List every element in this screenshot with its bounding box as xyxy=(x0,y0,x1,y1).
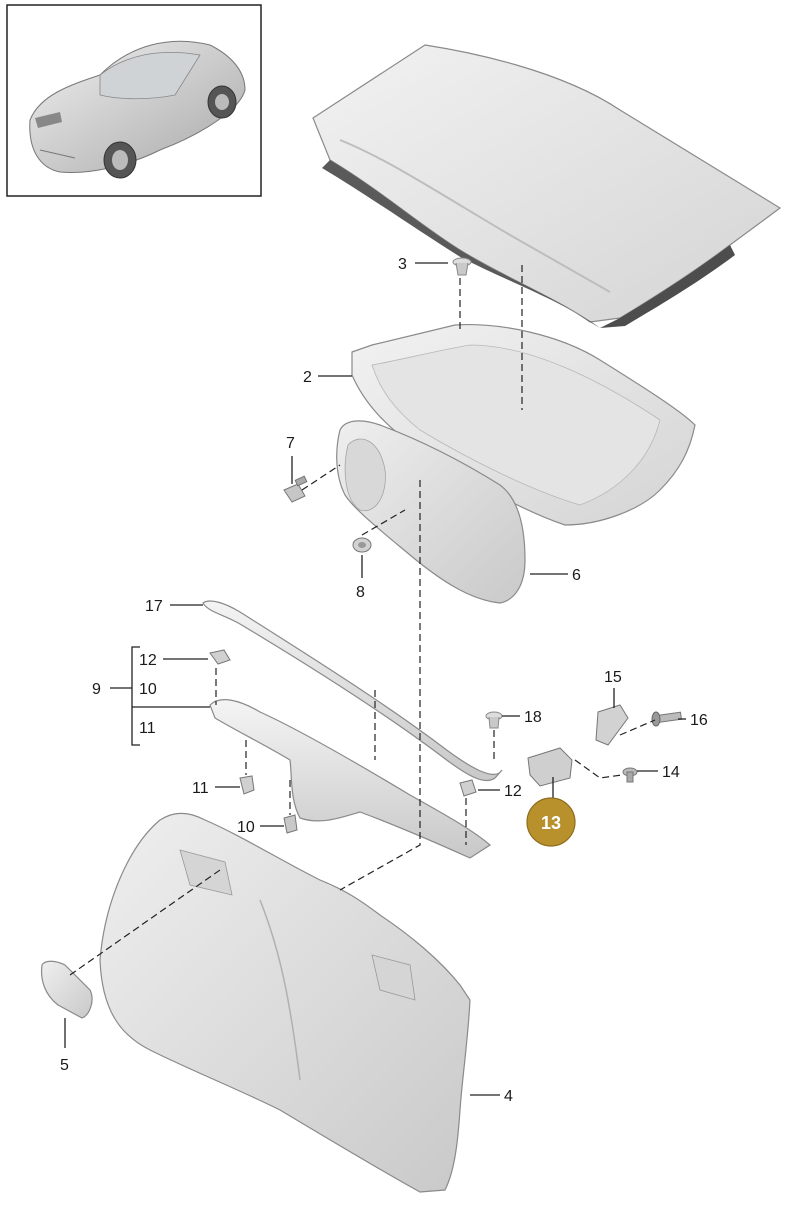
clip-12b-icon xyxy=(459,779,477,797)
bolt-16-icon xyxy=(651,711,682,727)
cross-member-trim xyxy=(209,699,492,859)
callout-4: 4 xyxy=(504,1088,513,1105)
clip-10-icon xyxy=(283,814,298,834)
callout-5: 5 xyxy=(60,1057,69,1074)
callout-14: 14 xyxy=(662,764,680,781)
callout-16: 16 xyxy=(690,712,708,729)
callout-labels: 3 2 7 8 6 17 12 9 10 11 11 10 12 18 15 1… xyxy=(60,256,708,1105)
callout-17: 17 xyxy=(145,598,163,615)
callout-6: 6 xyxy=(572,567,581,584)
clip-12a-icon xyxy=(209,649,231,665)
callout-10: 10 xyxy=(237,819,255,836)
sports-car-icon xyxy=(29,40,246,179)
callout-7: 7 xyxy=(286,435,295,452)
highlight-circle[interactable] xyxy=(526,797,576,847)
callout-3: 3 xyxy=(398,256,407,273)
callout-12-right: 12 xyxy=(504,783,522,800)
parcel-shelf-cover xyxy=(312,44,782,328)
clip-11-icon xyxy=(239,775,255,795)
callout-12-left: 12 xyxy=(139,652,157,669)
callout-11-group: 11 xyxy=(139,720,156,737)
callout-2: 2 xyxy=(303,369,312,386)
carpet-tray xyxy=(351,323,696,526)
insulation-panel xyxy=(336,420,526,604)
screw-7-icon xyxy=(283,475,308,503)
nut-8-icon xyxy=(352,537,372,553)
leader-lines xyxy=(64,262,686,1096)
cover-cap xyxy=(40,960,93,1019)
callout-9: 9 xyxy=(92,681,101,698)
rear-wall-panel xyxy=(99,812,471,1193)
clip-3-icon xyxy=(452,257,472,276)
highlight-badge-13[interactable]: 13 xyxy=(526,797,576,847)
car-inset xyxy=(6,4,262,197)
clip-18-icon xyxy=(485,711,503,729)
trim-strip xyxy=(202,600,503,782)
hardware-parts xyxy=(209,257,682,834)
callout-13[interactable]: 13 xyxy=(541,813,561,833)
callout-11: 11 xyxy=(192,780,209,797)
callout-8: 8 xyxy=(356,584,365,601)
callout-15: 15 xyxy=(604,669,622,686)
screw-14-icon xyxy=(622,767,638,783)
assembly-lines xyxy=(69,265,656,976)
callout-10-group: 10 xyxy=(139,681,157,698)
bracket-15-icon xyxy=(595,704,629,746)
bracket-13-icon xyxy=(527,747,573,787)
callout-18: 18 xyxy=(524,709,542,726)
